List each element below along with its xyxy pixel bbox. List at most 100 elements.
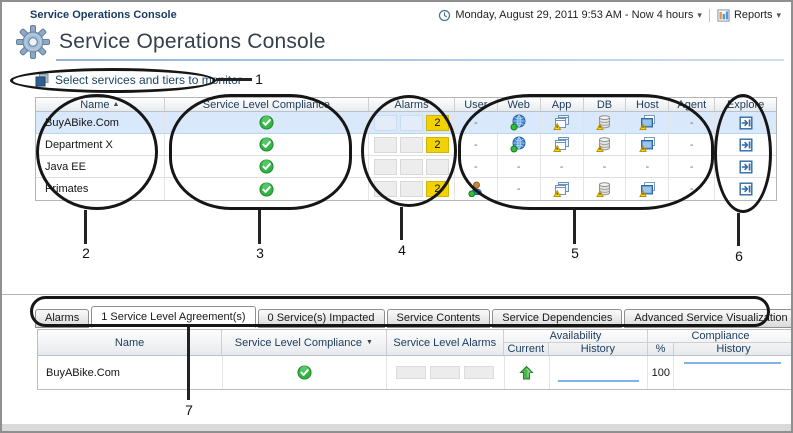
- column-header-db[interactable]: DB: [584, 98, 627, 111]
- page-title-bar: Service Operations Console: [15, 24, 326, 60]
- column-header-user[interactable]: User: [455, 98, 498, 111]
- cell-web: [498, 112, 541, 133]
- column-header-alarms[interactable]: Alarms: [369, 98, 455, 111]
- chevron-down-icon: ▾: [776, 9, 781, 20]
- top-bar: Service Operations Console Monday, Augus…: [2, 2, 791, 26]
- tab-service-contents[interactable]: Service Contents: [386, 309, 491, 328]
- cell-app: [541, 134, 584, 155]
- chevron-down-icon: ▾: [697, 9, 702, 20]
- breadcrumb: Service Operations Console: [30, 9, 177, 21]
- alarm-count-cell[interactable]: 2: [425, 136, 449, 153]
- column-header-web[interactable]: Web: [498, 98, 541, 111]
- cell-web: [498, 134, 541, 155]
- cell-app: [541, 178, 584, 200]
- title-divider: [56, 59, 784, 61]
- explore-button[interactable]: [715, 134, 776, 155]
- sla-cell-current: [505, 356, 550, 389]
- table-row-java-ee[interactable]: Java EE------: [36, 156, 776, 178]
- callout-number-7: 7: [185, 402, 193, 418]
- tab-advanced-service-visualization[interactable]: Advanced Service Visualization: [624, 309, 791, 328]
- cell-user: -: [455, 134, 498, 155]
- callout-line-4: [400, 207, 403, 240]
- column-header-name[interactable]: Name▲: [36, 98, 165, 111]
- sort-descending-icon: ▼: [365, 339, 373, 346]
- column-header-service-level-alarms[interactable]: Service Level Alarms: [387, 330, 504, 355]
- explore-icon: [739, 182, 753, 196]
- column-header-service-level-compliance[interactable]: Service Level Compliance▼: [222, 330, 387, 355]
- callout-line-2: [84, 210, 87, 244]
- cell-alarms: 2: [369, 178, 455, 200]
- explore-button[interactable]: [715, 112, 776, 133]
- tab-0-service-s-impacted[interactable]: 0 Service(s) Impacted: [257, 309, 385, 328]
- globe-ok-icon: [510, 114, 527, 131]
- column-header-label: Agent: [677, 98, 707, 111]
- no-data-dash: -: [559, 160, 564, 173]
- services-icon: [35, 73, 49, 87]
- no-data-dash: -: [516, 183, 521, 195]
- alarm-count-cell[interactable]: 2: [425, 181, 449, 197]
- column-header-host[interactable]: Host: [626, 98, 670, 111]
- sla-cell-ahist: [550, 356, 649, 389]
- tab-1-service-level-agreement-s[interactable]: 1 Service Level Agreement(s): [91, 306, 256, 328]
- column-header-app[interactable]: App: [541, 98, 584, 111]
- tab-alarms[interactable]: Alarms: [35, 309, 90, 328]
- cell-host: [626, 178, 670, 200]
- select-services-label: Select services and tiers to monitor: [55, 73, 242, 87]
- column-header-service-level-compliance-label: Service Level Compliance: [234, 336, 362, 349]
- alarm-empty-cell: [399, 114, 423, 131]
- reports-menu[interactable]: Reports ▾: [717, 8, 781, 22]
- compliance-group: Compliance%History: [648, 330, 791, 355]
- no-data-dash: -: [689, 183, 694, 195]
- column-header-explore[interactable]: Explore: [715, 98, 776, 111]
- callout-number-2: 2: [82, 245, 90, 261]
- column-header-label: App: [551, 98, 572, 111]
- column-header-agent[interactable]: Agent: [669, 98, 716, 111]
- clock-icon: [438, 9, 451, 22]
- globe-ok-icon: [510, 136, 527, 153]
- cell-db: [584, 112, 627, 133]
- callout-number-6: 6: [735, 248, 743, 264]
- column-header-label: Service Level Compliance: [202, 98, 330, 111]
- app-warn-icon: [553, 136, 570, 153]
- explore-icon: [739, 138, 753, 152]
- explore-button[interactable]: [715, 156, 776, 177]
- column-header-compliance-history[interactable]: History: [716, 343, 751, 355]
- no-data-dash: -: [645, 160, 650, 173]
- sort-ascending-icon: ▲: [112, 101, 120, 108]
- column-header-current[interactable]: Current: [504, 343, 549, 355]
- user-ok-icon: [468, 181, 484, 197]
- tab-service-dependencies[interactable]: Service Dependencies: [492, 309, 623, 328]
- select-services-link[interactable]: Select services and tiers to monitor: [35, 73, 242, 87]
- availability-group-subheaders: Current History: [504, 343, 647, 355]
- alarm-count-cell[interactable]: 2: [425, 114, 449, 131]
- column-header-name-label: Name: [114, 336, 145, 349]
- cell-alarms: 2: [369, 134, 455, 155]
- compliance-ok-icon: [259, 159, 274, 174]
- column-header-name[interactable]: Name: [38, 330, 223, 355]
- column-header-label: Web: [507, 98, 530, 111]
- alarm-indicators: [372, 158, 450, 175]
- time-range-selector[interactable]: Monday, August 29, 2011 9:53 AM - Now 4 …: [438, 9, 702, 22]
- alarm-empty-cell: [396, 366, 427, 379]
- cell-name: Java EE: [36, 156, 165, 177]
- cell-alarms: [369, 156, 455, 177]
- compliance-ok-icon: [259, 137, 274, 152]
- explore-button[interactable]: [715, 178, 776, 200]
- column-header-availability-history[interactable]: History: [580, 343, 615, 355]
- window-bottom-edge: [2, 424, 791, 431]
- no-data-dash: -: [689, 116, 694, 129]
- db-warn-icon: [596, 181, 613, 198]
- column-header-percent[interactable]: %: [648, 343, 674, 355]
- host-warn-icon: [639, 114, 656, 131]
- alarm-indicators: 2: [372, 136, 450, 153]
- sla-cell-name: BuyABike.Com: [38, 356, 223, 389]
- column-header-compliance[interactable]: Service Level Compliance: [165, 98, 370, 111]
